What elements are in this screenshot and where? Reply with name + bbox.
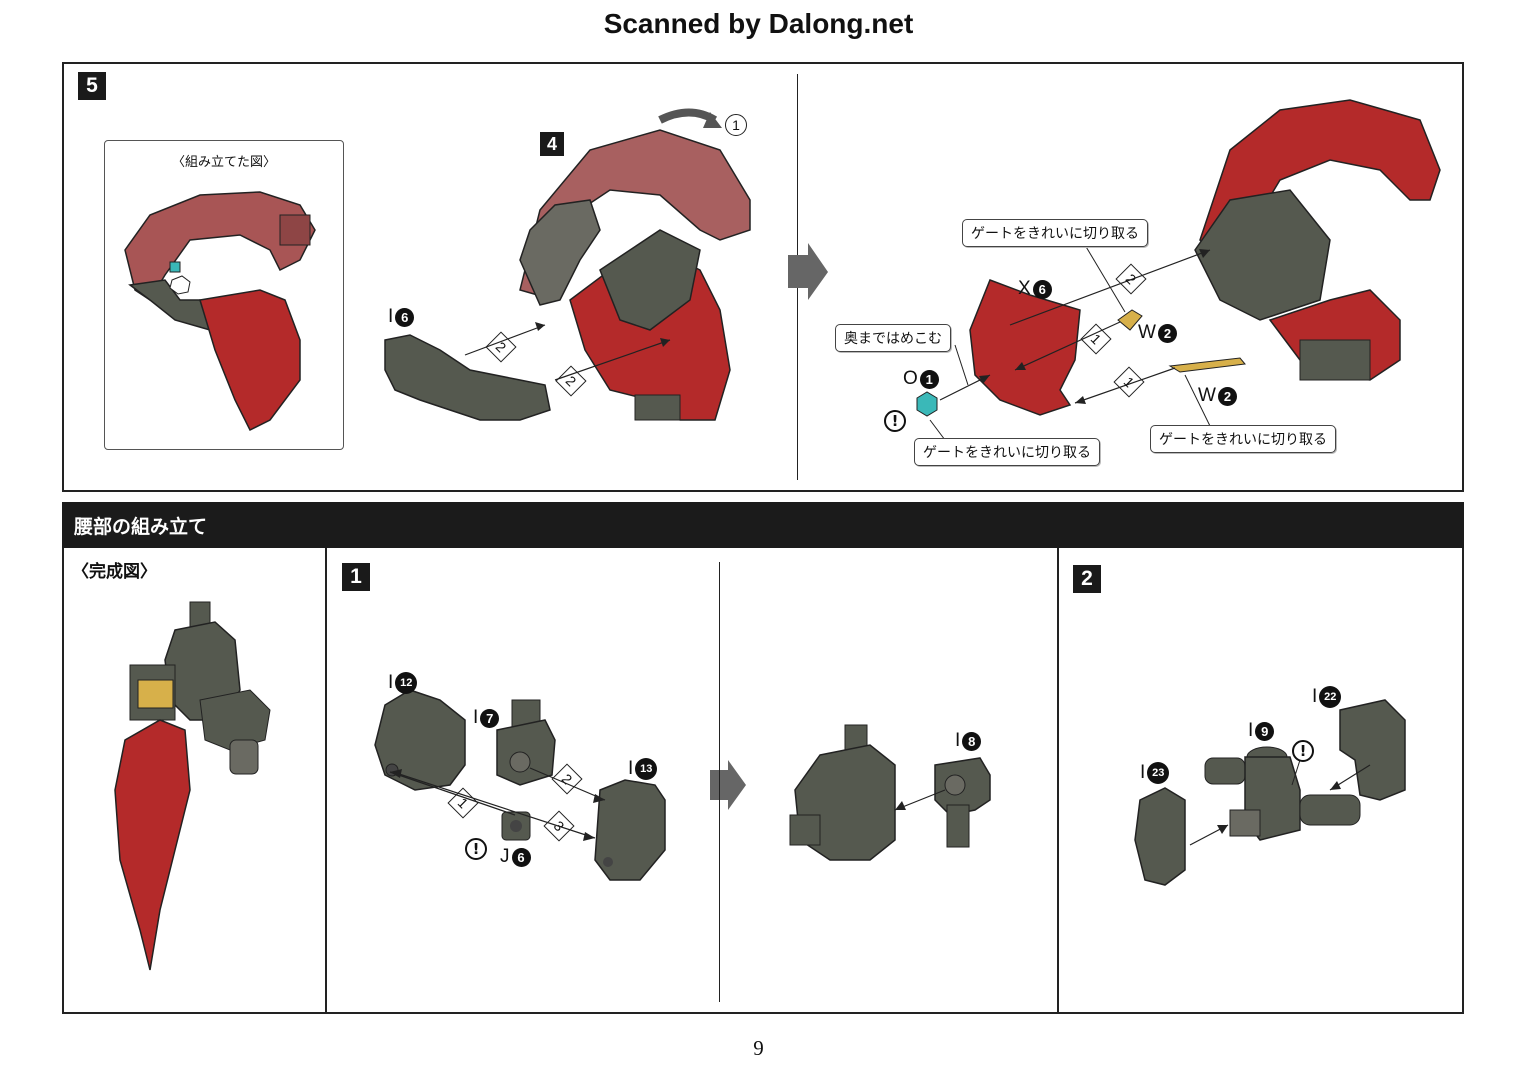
part-i8-illustration	[934, 757, 991, 848]
waist-step-2-badge: 2	[1073, 565, 1101, 593]
assembled-waist-block-illustration	[789, 724, 896, 861]
arrow-label-2a: 2	[485, 331, 517, 363]
part-i13-illustration	[594, 779, 666, 881]
gold-part-w2-small	[1117, 309, 1143, 331]
assembled-view-label: 〈組み立てた図〉	[171, 155, 276, 170]
arrow-label-waist-1: 1	[447, 787, 479, 819]
arrow-label-right-2: 2	[1115, 263, 1147, 295]
visor-part-illustration	[384, 334, 551, 421]
waist-cell-divider-1	[325, 548, 327, 1014]
substep-4-badge: 4	[540, 132, 564, 156]
waist-section-frame	[62, 548, 1464, 1014]
finished-waist-illustration	[114, 601, 271, 971]
part-i12-illustration	[374, 689, 466, 791]
waist-step-1-badge: 1	[342, 563, 370, 591]
waist-cell-divider-2	[1057, 548, 1059, 1014]
arrow-label-right-1b: 1	[1113, 366, 1145, 398]
step1-inner-divider	[719, 562, 720, 1002]
callout-gate-top: ゲートをきれいに切り取る	[962, 219, 1148, 247]
arrow-label-waist-2: 2	[551, 763, 583, 795]
part-i22-illustration	[1339, 699, 1406, 801]
rotate-step-label: 1	[725, 114, 747, 136]
part-i7-illustration	[496, 699, 556, 786]
page-number: 9	[753, 1036, 764, 1060]
callout-gate-right: ゲートをきれいに切り取る	[1150, 425, 1336, 453]
part-i23-illustration	[1134, 787, 1186, 886]
helmet-with-cheek-illustration	[1194, 99, 1441, 381]
scan-credit: Scanned by Dalong.net	[603, 8, 914, 39]
step-5-badge: 5	[78, 72, 106, 100]
helmet-illustration	[519, 129, 751, 421]
caution-icon-step1: !	[465, 838, 487, 860]
callout-gate-bottom: ゲートをきれいに切り取る	[914, 438, 1100, 466]
arrow-label-waist-3: 3	[543, 810, 575, 842]
cheek-part-x6-illustration	[969, 279, 1081, 416]
part-j6-illustration	[501, 811, 531, 841]
assembled-view-box: 〈組み立てた図〉	[104, 140, 344, 450]
gold-part-w2-long	[1168, 357, 1246, 373]
caution-icon-top: !	[884, 410, 906, 432]
finished-view-label: 〈完成図〉	[72, 562, 157, 582]
assembled-head-illustration	[124, 191, 316, 432]
waist-section-title: 腰部の組み立て	[62, 502, 1464, 548]
arrow-label-2b: 2	[555, 365, 587, 397]
arrow-label-right-1a: 1	[1080, 323, 1112, 355]
caution-icon-step2: !	[1292, 740, 1314, 762]
callout-push-in: 奥まではめこむ	[835, 324, 951, 352]
part-i9-illustration	[1204, 746, 1361, 841]
step-arrow-top	[788, 243, 828, 300]
circled-num: 1	[725, 114, 747, 136]
teal-nut-o1	[916, 391, 938, 417]
